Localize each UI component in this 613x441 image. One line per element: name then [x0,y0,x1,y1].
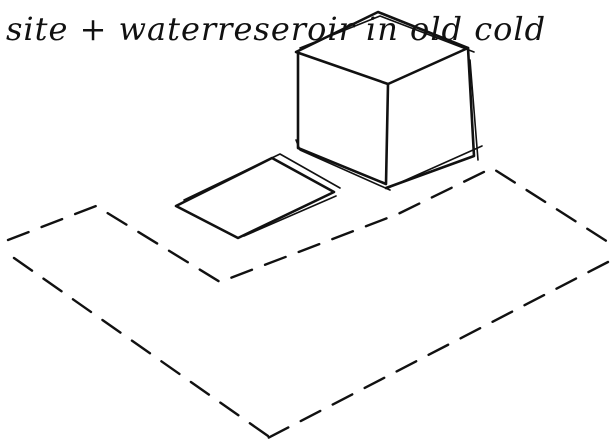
reservoir-cube [296,12,482,190]
site-slab [176,154,340,238]
